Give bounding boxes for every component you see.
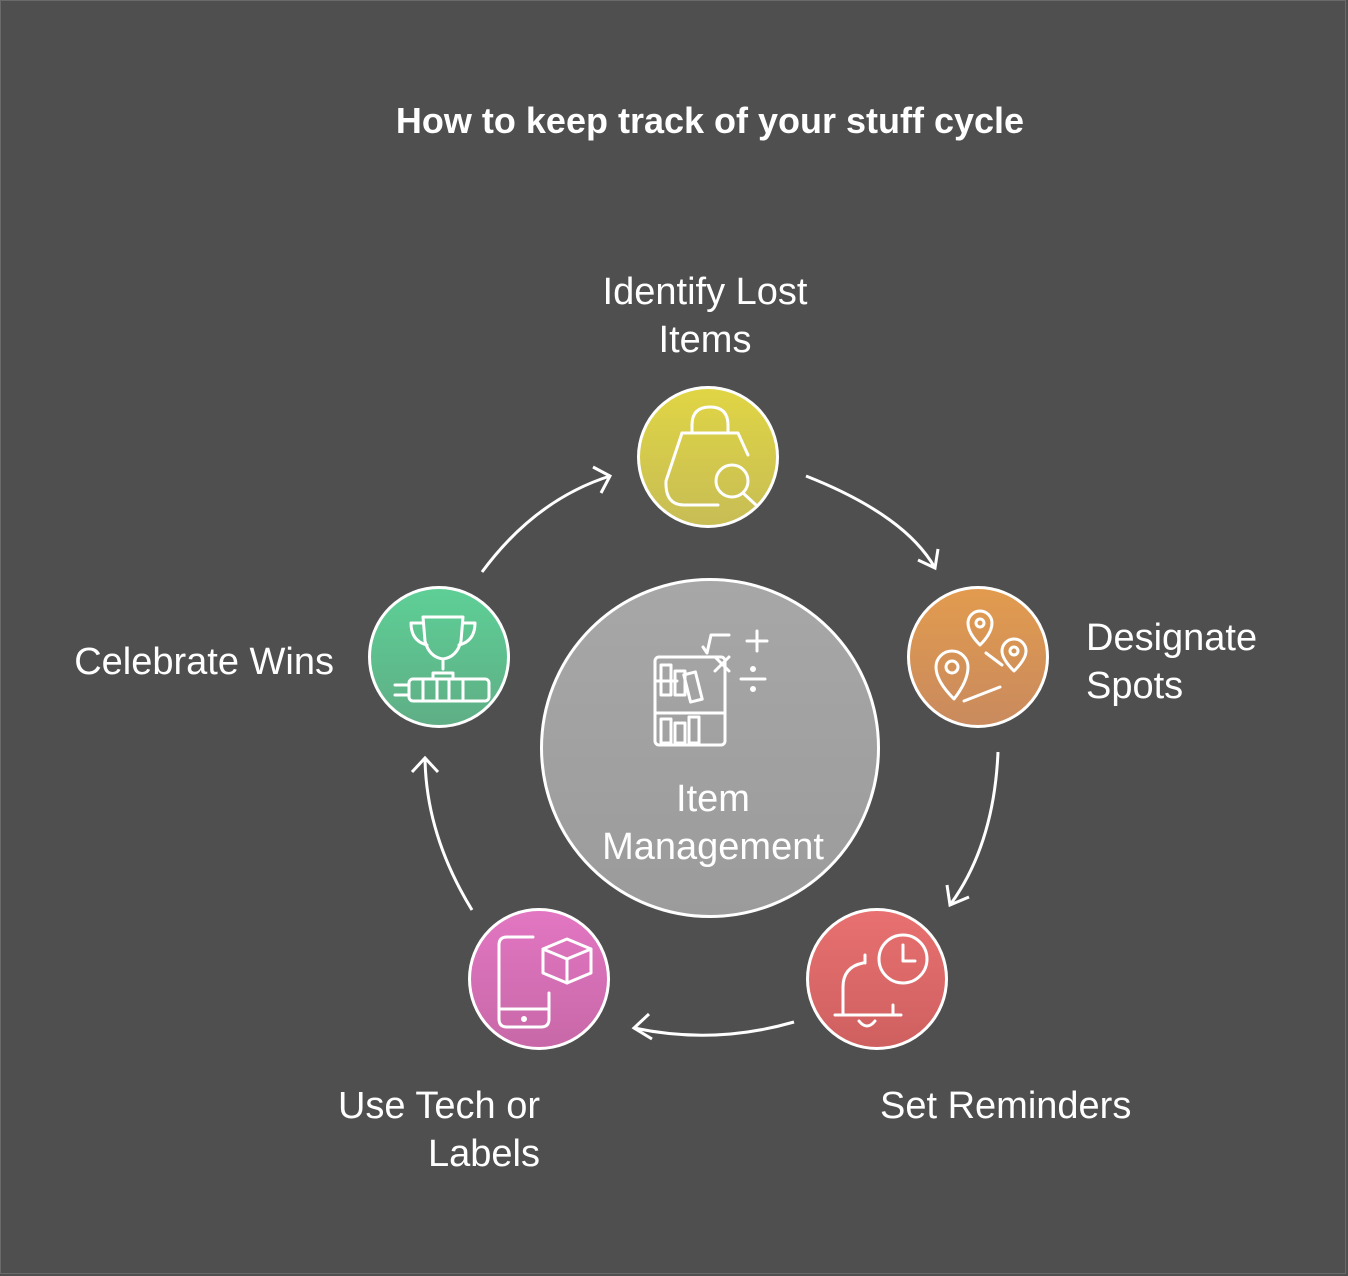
arrow-identify-to-designate [805, 474, 937, 569]
arrowhead-celebrate [410, 755, 440, 774]
center-node-item-management: Item Management [540, 578, 880, 918]
node-use-tech-or-labels [468, 908, 610, 1050]
node-celebrate-wins [368, 586, 510, 728]
center-label-line1: Item [676, 778, 750, 820]
location-pins-icon [934, 609, 1028, 703]
label-line1: Designate [1086, 617, 1258, 659]
label-designate-spots: Designate Spots [1086, 614, 1326, 710]
node-designate-spots [907, 586, 1049, 728]
node-set-reminders [806, 908, 948, 1050]
arrowhead-reminders [945, 884, 970, 908]
diagram-title: How to keep track of your stuff cycle [395, 100, 1025, 141]
label-line2: Labels [428, 1133, 540, 1175]
bookshelf-math-icon [653, 629, 769, 747]
arrow-celebrate-to-identify [480, 474, 611, 573]
node-identify-lost-items [637, 386, 779, 528]
label-use-tech-or-labels: Use Tech or Labels [300, 1082, 540, 1178]
arrow-tech-to-celebrate [423, 757, 474, 911]
phone-box-icon [497, 935, 593, 1029]
trophy-books-icon [393, 615, 491, 703]
center-label: Item Management [543, 775, 883, 871]
label-line1: Identify Lost [602, 271, 808, 313]
arrowhead-tech [631, 1012, 653, 1041]
arrowhead-designate [917, 548, 940, 571]
label-line1: Set Reminders [880, 1085, 1132, 1127]
label-line2: Items [658, 319, 752, 361]
bell-clock-icon [833, 933, 929, 1028]
label-line2: Spots [1086, 665, 1184, 707]
arrowhead-identify [592, 465, 613, 494]
label-celebrate-wins: Celebrate Wins [40, 638, 334, 686]
label-identify-lost-items: Identify Lost Items [560, 268, 850, 364]
arrow-designate-to-reminders [948, 751, 1000, 906]
arrow-reminders-to-tech [633, 1020, 795, 1037]
shopping-bag-search-icon [664, 405, 758, 507]
center-label-line2: Management [602, 826, 824, 868]
label-set-reminders: Set Reminders [880, 1082, 1180, 1130]
label-line1: Use Tech or [337, 1085, 540, 1127]
label-line1: Celebrate Wins [74, 641, 334, 683]
